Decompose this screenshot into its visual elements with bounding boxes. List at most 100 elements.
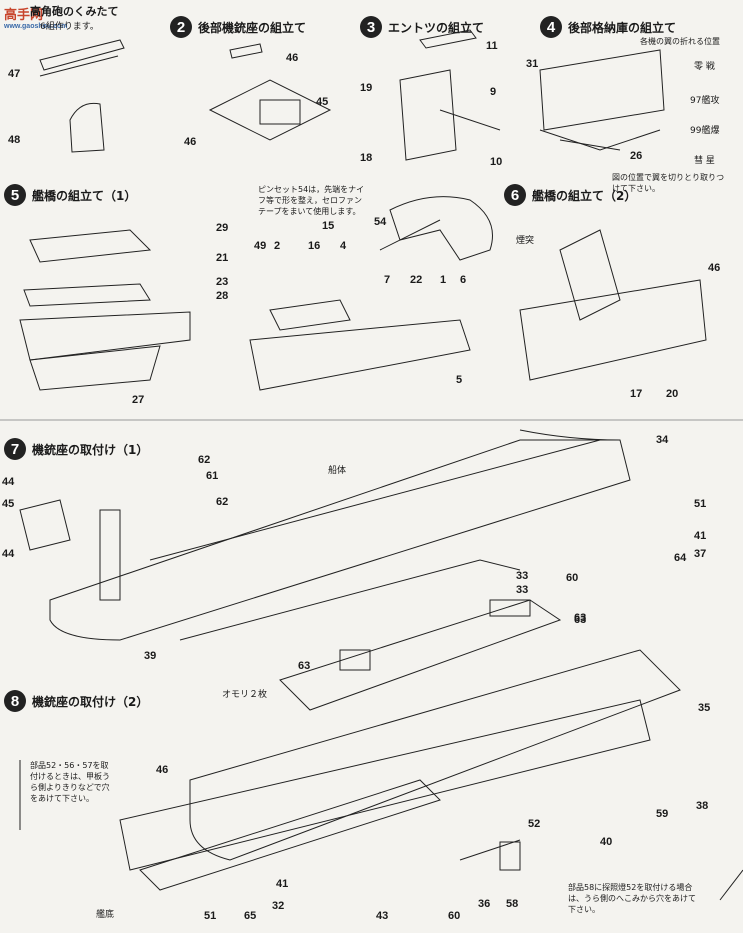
plane-label-suisei: 彗 星 (694, 156, 715, 166)
part-number: 22 (410, 274, 423, 286)
part-number: 9 (490, 86, 497, 98)
part-number: 32 (272, 900, 285, 912)
part-number: 44 (2, 548, 15, 560)
part-number: 31 (526, 58, 539, 70)
part-number: 7 (384, 274, 391, 286)
step-number: 4 (540, 16, 562, 38)
part-number: 59 (656, 808, 669, 820)
wing-note: 各機の翼の折れる位置 (640, 37, 720, 46)
part-number: 10 (490, 156, 503, 168)
part-number: 63 (298, 660, 311, 672)
plane-label-97: 97艦攻 (690, 96, 720, 106)
part-number: 64 (674, 552, 687, 564)
hull-label: 船体 (328, 466, 347, 476)
part-number: 39 (144, 650, 157, 662)
part-number: 2 (274, 240, 281, 252)
part-number: 46 (184, 136, 197, 148)
part-number: 38 (696, 800, 709, 812)
part-number: 17 (630, 388, 643, 400)
part-number: 41 (694, 530, 707, 542)
part-number: 29 (216, 222, 229, 234)
part-number: 41 (276, 878, 289, 890)
part58-note: 部品58に探照燈52を取付ける場合は、うら側のへこみから穴をあけて下さい。 (568, 883, 696, 914)
part-number: 11 (486, 40, 498, 52)
step-4-header: 4 後部格納庫の組立て (540, 16, 676, 38)
part-number: 60 (566, 572, 579, 584)
part-number: 60 (448, 910, 461, 922)
part-number: 45 (2, 498, 15, 510)
part-number: 21 (216, 252, 229, 264)
part-number: 34 (656, 434, 669, 446)
step-7-header: 7 機銃座の取付け（1） (4, 438, 148, 460)
step-6-header: 6 艦橋の組立て（2） (504, 184, 636, 206)
step-number: 8 (4, 690, 26, 712)
part-number: 46 (708, 262, 721, 274)
part-number: 63 (574, 612, 587, 624)
part-number: 15 (322, 220, 335, 232)
part-number: 52 (528, 818, 541, 830)
part-number: 48 (8, 134, 21, 146)
step1-sub: 6組作ります。 (40, 22, 99, 32)
part-number: 37 (694, 548, 707, 560)
part-number: 16 (308, 240, 321, 252)
part-number: 62 (198, 454, 211, 466)
part-number: 28 (216, 290, 229, 302)
part-number: 36 (478, 898, 491, 910)
part-number: 49 (254, 240, 267, 252)
part-number: 35 (698, 702, 711, 714)
part-number: 19 (360, 82, 373, 94)
part-number: 27 (132, 394, 145, 406)
part-number: 58 (506, 898, 519, 910)
holes-note: 部品52・56・57を取付けるときは、甲板うら側よりきりなどで穴をあけて下さい。 (30, 761, 110, 803)
part-number: 43 (376, 910, 389, 922)
step-number: 5 (4, 184, 26, 206)
part-number: 4 (340, 240, 347, 252)
step-title: 艦橋の組立て（2） (532, 188, 637, 203)
step-number: 6 (504, 184, 526, 206)
part-number: 5 (456, 374, 463, 386)
step-number: 2 (170, 16, 192, 38)
part-number: 46 (156, 764, 169, 776)
part-number: 62 (216, 496, 229, 508)
part-number: 51 (694, 498, 707, 510)
part-number: 40 (600, 836, 613, 848)
step-title: 後部機銃座の組立て (198, 20, 307, 35)
step-title: 艦橋の組立て（1） (32, 188, 137, 203)
part-number: 65 (244, 910, 257, 922)
step1-title: 高角砲のくみたて (30, 5, 119, 18)
part-number: 63 (574, 614, 587, 626)
step-2-header: 2 後部機銃座の組立て (170, 16, 306, 38)
part-number: 54 (374, 216, 387, 228)
part-number: 51 (204, 910, 217, 922)
step-title: エントツの組立て (388, 20, 485, 35)
step-title: 後部格納庫の組立て (568, 20, 677, 35)
part-number: 33 (516, 570, 529, 582)
plane-label-zero: 零 戦 (694, 62, 715, 72)
plane-label-99: 99艦爆 (690, 126, 720, 136)
keel-label: 艦底 (96, 910, 115, 920)
weights-label: オモリ２枚 (222, 690, 268, 700)
part-number: 20 (666, 388, 679, 400)
part-number: 26 (630, 150, 643, 162)
wing-cut-note: 図の位置で翼を切りとり取りつけて下さい。 (612, 173, 725, 193)
step-3-header: 3 エントツの組立て (360, 16, 484, 38)
step-title: 機銃座の取付け（2） (32, 694, 149, 709)
part-number: 6 (460, 274, 467, 286)
part-number: 61 (206, 470, 219, 482)
part-number: 33 (516, 584, 529, 596)
part-number: 46 (286, 52, 299, 64)
part-number: 23 (216, 276, 229, 288)
step-8-header: 8 機銃座の取付け（2） (4, 690, 148, 712)
step-title: 機銃座の取付け（1） (32, 442, 149, 457)
part-number: 18 (360, 152, 373, 164)
part-number: 1 (440, 274, 447, 286)
step-5-header: 5 艦橋の組立て（1） (4, 184, 136, 206)
part-number: 44 (2, 476, 15, 488)
step-number: 7 (4, 438, 26, 460)
step-number: 3 (360, 16, 382, 38)
part-number: 47 (8, 68, 21, 80)
funnel-label: 煙突 (516, 236, 535, 246)
